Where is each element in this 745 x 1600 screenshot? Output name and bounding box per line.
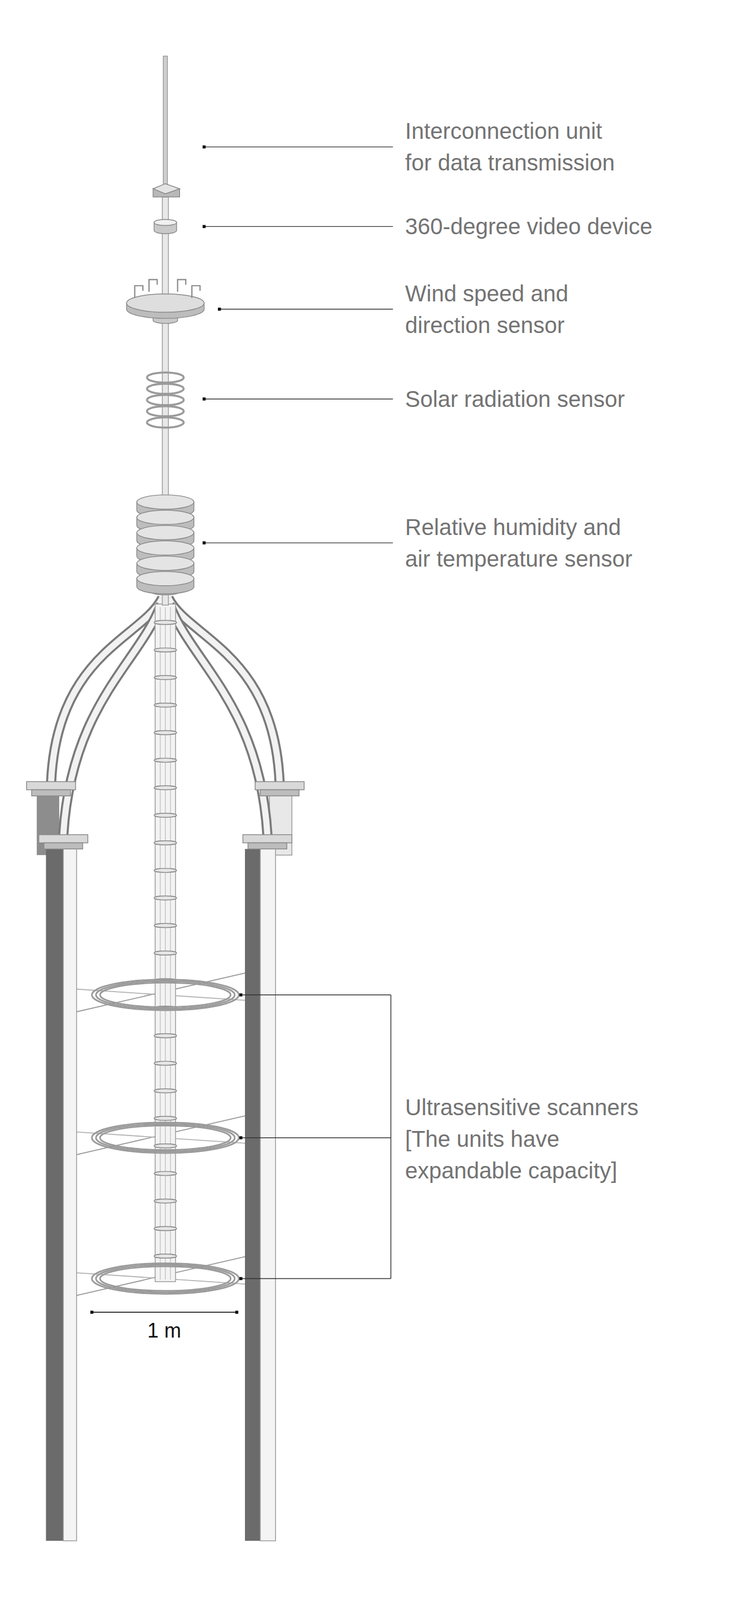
callout-label: 360-degree video device xyxy=(405,210,657,243)
column-ring xyxy=(154,730,177,735)
column-ring xyxy=(154,1198,177,1203)
bracket xyxy=(390,995,392,1279)
callout-label: Wind speed and direction sensor xyxy=(405,277,573,341)
humidity-plate xyxy=(136,540,194,555)
pillar xyxy=(45,848,64,1541)
leader-dot xyxy=(239,1277,243,1281)
scanner-ring xyxy=(91,979,239,1011)
dimension-line xyxy=(91,1311,238,1313)
solar-coil xyxy=(146,372,184,383)
pillar xyxy=(63,848,77,1541)
wind-cup xyxy=(149,279,157,292)
leader-line xyxy=(240,1137,392,1138)
column-ring xyxy=(154,1254,177,1259)
callout-label: Ultrasensitive scanners [The units have … xyxy=(405,1091,643,1187)
leader-line xyxy=(240,994,392,996)
column-ring xyxy=(154,1226,177,1231)
scanner-ring xyxy=(91,1263,239,1294)
column-ring xyxy=(154,951,177,955)
column-ring xyxy=(154,675,177,680)
scanner-ring xyxy=(95,980,235,1009)
column-rod xyxy=(164,607,166,1280)
column-ring xyxy=(154,895,177,900)
leader-line xyxy=(204,226,393,227)
column-rod xyxy=(159,607,161,1280)
leader-line xyxy=(204,398,393,400)
scanner-ring xyxy=(99,1266,231,1291)
column-ring xyxy=(154,868,177,873)
column-ring xyxy=(154,757,177,762)
column-ring xyxy=(154,1033,177,1038)
column-ring xyxy=(154,923,177,928)
arch-rib xyxy=(63,603,162,835)
leader-dot xyxy=(217,307,221,311)
humidity-plate xyxy=(136,494,194,510)
column-ring xyxy=(154,1116,177,1121)
callout-label: Relative humidity and air temperature se… xyxy=(405,511,637,575)
column-rod xyxy=(169,607,171,1280)
humidity-plate xyxy=(136,525,194,540)
arch-rib xyxy=(63,603,162,835)
arch-rib xyxy=(169,603,268,835)
solar-coil xyxy=(146,383,184,394)
wind-cup xyxy=(134,285,143,298)
leader-line xyxy=(204,146,393,148)
wind-cup xyxy=(191,285,200,298)
pillar xyxy=(260,848,276,1541)
scanner-ring xyxy=(95,1264,235,1293)
scanner-ring xyxy=(95,1124,235,1152)
column-ring xyxy=(154,785,177,790)
column-ring xyxy=(154,1088,177,1093)
video-device xyxy=(154,219,177,226)
humidity-plate xyxy=(136,571,194,586)
leader-dot xyxy=(202,397,206,401)
scanner-ring xyxy=(99,982,231,1007)
solar-coil xyxy=(146,417,184,428)
pillar-cap xyxy=(31,789,71,796)
callout-label: Solar radiation sensor xyxy=(405,383,629,415)
leader-dot xyxy=(202,145,206,149)
column-ring xyxy=(154,1171,177,1176)
leader-line xyxy=(240,1278,392,1279)
column-ring xyxy=(154,840,177,845)
solar-coil xyxy=(146,395,184,406)
leader-line xyxy=(204,542,393,543)
leader-dot xyxy=(202,541,206,545)
column-ring xyxy=(154,813,177,818)
dimension-tick xyxy=(90,1310,94,1314)
antenna-base xyxy=(152,183,180,194)
column-ring xyxy=(154,1144,177,1148)
pillar-cap xyxy=(260,789,300,796)
scanner-ring xyxy=(91,1122,239,1154)
pillar-cap xyxy=(44,842,83,849)
callout-label: Interconnection unit for data transmissi… xyxy=(405,115,619,179)
pillar xyxy=(244,848,261,1541)
leader-dot xyxy=(239,1136,243,1139)
humidity-plate xyxy=(136,555,194,571)
dimension-tick xyxy=(235,1310,239,1314)
dimension-label: 1 m xyxy=(138,1316,191,1345)
scanner-ring xyxy=(99,1125,231,1150)
leader-dot xyxy=(202,225,206,229)
tower xyxy=(26,55,393,1541)
humidity-plate xyxy=(136,510,194,525)
arch-rib xyxy=(169,603,268,835)
leader-line xyxy=(219,308,393,310)
leader-dot xyxy=(239,993,243,997)
pillar-cap xyxy=(242,834,292,843)
pillar-cap xyxy=(26,781,76,790)
column-ring xyxy=(154,703,177,708)
column-ring xyxy=(154,647,177,652)
column-ring xyxy=(154,1061,177,1066)
antenna-rod xyxy=(163,55,168,185)
column-ring xyxy=(154,620,177,625)
solar-coil xyxy=(146,406,184,417)
pillar-cap xyxy=(247,842,287,849)
pillar-cap xyxy=(38,834,89,843)
pillar-cap xyxy=(255,781,305,790)
wind-cup xyxy=(177,279,186,292)
